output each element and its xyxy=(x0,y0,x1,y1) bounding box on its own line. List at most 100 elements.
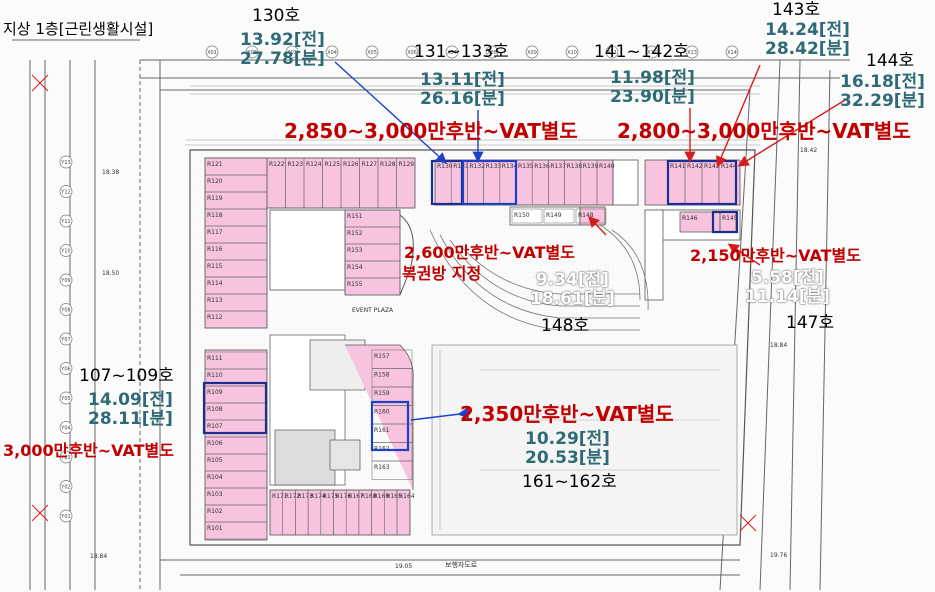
area-130: 13.92[전] 27.78[분] xyxy=(240,31,325,69)
grid-label-Y11: Y11 xyxy=(60,219,70,225)
room-R146: R146 xyxy=(682,215,698,222)
room-R159: R159 xyxy=(374,390,390,397)
price-130-133: 2,850~3,000만후반~VAT별도 xyxy=(284,119,578,143)
price-147: 2,150만후반~VAT별도 xyxy=(690,246,861,265)
room-R130: R130 xyxy=(437,163,453,170)
room-R134: R134 xyxy=(502,163,518,170)
room-R137: R137 xyxy=(550,163,566,170)
grid-label-X11: X11 xyxy=(607,50,617,56)
area-148-bun: 18.61[분] xyxy=(530,289,615,309)
unit-131-133-label: 131~133호 xyxy=(414,42,509,62)
room-R101: R101 xyxy=(207,525,223,532)
grid-label-Y10: Y10 xyxy=(60,249,70,255)
room-R121: R121 xyxy=(207,161,223,168)
room-R163: R163 xyxy=(374,464,390,471)
block-top-right xyxy=(434,159,741,301)
room-R116: R116 xyxy=(207,246,223,253)
room-R124: R124 xyxy=(306,161,322,168)
grid-label-X05: X05 xyxy=(367,50,377,56)
event-plaza-label: EVENT PLAZA xyxy=(352,307,394,314)
room-R126: R126 xyxy=(343,161,359,168)
room-R175: R175 xyxy=(323,493,339,500)
unit-143-label: 143호 xyxy=(772,0,821,20)
area-144: 16.18[전] 32.29[분] xyxy=(840,73,925,111)
grid-bubble xyxy=(685,45,699,59)
area-148-jeon: 9.34[전] xyxy=(535,270,610,290)
area-148: 9.34[전] 18.61[분] xyxy=(530,271,615,309)
grid-label-X03: X03 xyxy=(287,50,297,56)
room-cell xyxy=(511,208,543,224)
grid-bubble xyxy=(245,45,259,59)
grid-bubble xyxy=(59,509,73,523)
room-R135: R135 xyxy=(518,163,534,170)
room-R122: R122 xyxy=(269,161,285,168)
grid-label-X12: X12 xyxy=(647,50,657,56)
area-141-jeon: 11.98[전] xyxy=(610,68,695,88)
unit-107-109-label: 107~109호 xyxy=(79,366,174,386)
grid-bubble xyxy=(285,45,299,59)
grid-bubble xyxy=(59,450,73,464)
room-R117: R117 xyxy=(207,229,223,236)
area-143-jeon: 14.24[전] xyxy=(765,20,850,40)
area-147-bun: 11.14[분] xyxy=(745,287,830,307)
floor-title: 지상 1층[근린생활시설] xyxy=(3,20,154,38)
room-R145: R145 xyxy=(722,215,738,222)
room-R109: R109 xyxy=(207,389,223,396)
grid-bubble xyxy=(725,45,739,59)
room-R169: R169 xyxy=(374,493,390,500)
room-R125: R125 xyxy=(325,161,341,168)
grid-bubble xyxy=(205,45,219,59)
price-141-144: 2,800~3,000만후반~VAT별도 xyxy=(617,119,911,143)
level-1838: 18.38 xyxy=(102,169,119,176)
room-R114: R114 xyxy=(207,280,223,287)
room-R143: R143 xyxy=(704,163,720,170)
unit-141-142-label: 141~142호 xyxy=(594,42,689,62)
grid-bubble xyxy=(59,185,73,198)
area-161-jeon: 10.29[전] xyxy=(525,429,610,449)
price-148: 2,600만후반~VAT별도 xyxy=(404,243,575,262)
room-R174: R174 xyxy=(310,493,326,500)
curved-plaza xyxy=(429,224,649,331)
room-R154: R154 xyxy=(347,264,363,271)
grid-label-X01: X01 xyxy=(207,50,217,56)
room-R140: R140 xyxy=(599,163,615,170)
room-R104: R104 xyxy=(207,474,223,481)
grid-label-Y08: Y08 xyxy=(60,308,70,314)
rooms-bottom-left: R111R110R109R108R107R106R105R104R103R102… xyxy=(204,349,415,540)
grid-label-X13: X13 xyxy=(687,50,697,56)
area-147-jeon: 5.58[전] xyxy=(750,268,825,288)
room-R138: R138 xyxy=(567,163,583,170)
grid-bubble xyxy=(59,421,73,434)
area-107: 14.09[전] 28.11[분] xyxy=(88,391,173,429)
grid-label-Y12: Y12 xyxy=(60,190,70,196)
grid-bubble xyxy=(59,332,73,346)
room-R141: R141 xyxy=(670,163,686,170)
room-R111: R111 xyxy=(207,355,223,362)
grid-bubble xyxy=(59,303,73,316)
room-R171: R171 xyxy=(272,493,288,500)
room-R155: R155 xyxy=(347,281,363,288)
grid-label-X10: X10 xyxy=(567,50,577,56)
room-R153: R153 xyxy=(347,247,363,254)
room-cell xyxy=(371,460,413,480)
grid-bubble xyxy=(365,45,379,59)
room-R127: R127 xyxy=(362,161,378,168)
room-R167: R167 xyxy=(348,493,364,500)
room-R119: R119 xyxy=(207,195,223,202)
room-R151: R151 xyxy=(347,213,363,220)
grid-bubble xyxy=(605,45,619,59)
area-144-bun: 32.29[분] xyxy=(840,91,925,111)
grid-bubble xyxy=(485,45,499,59)
grid-bubble xyxy=(565,45,579,59)
room-R133: R133 xyxy=(486,163,502,170)
room-R139: R139 xyxy=(583,163,599,170)
dimension-lines xyxy=(185,85,760,146)
level-1884: 18.84 xyxy=(770,342,787,349)
price-148-note: 복권방 지정 xyxy=(402,264,482,283)
room-R173: R173 xyxy=(297,493,313,500)
grid-label-Y01: Y01 xyxy=(60,514,70,520)
room-R128: R128 xyxy=(380,161,396,168)
room-R110: R110 xyxy=(207,372,223,379)
unit-148-label: 148호 xyxy=(541,316,590,336)
